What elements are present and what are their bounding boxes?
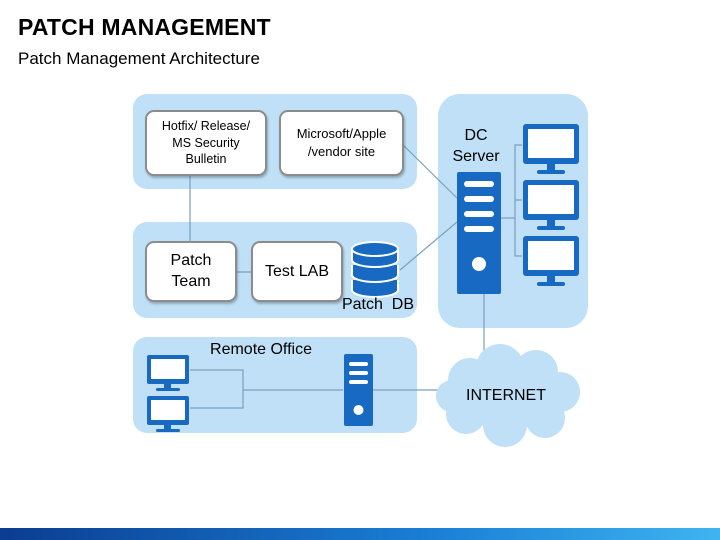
remote-server-icon	[344, 354, 373, 426]
vendor-site-box: Microsoft/Apple /vendor site	[279, 110, 404, 176]
connector-server-monitor1	[501, 144, 522, 219]
footer-accent-bar	[0, 528, 720, 540]
database-icon	[351, 241, 399, 298]
monitor-icon-3	[523, 236, 579, 286]
remote-monitor-icon-2	[147, 396, 189, 432]
internet-label: INTERNET	[466, 387, 546, 404]
connector-lines	[189, 143, 522, 409]
patch-db-label: Patch DB	[341, 296, 415, 313]
hotfix-release-box: Hotfix/ Release/ MS Security Bulletin	[145, 110, 267, 176]
remote-office-label: Remote Office	[210, 341, 312, 358]
connector-db-server	[399, 221, 458, 271]
monitor-icon-2	[523, 180, 579, 230]
monitor-icon-1	[523, 124, 579, 174]
remote-monitor-icon-1	[147, 355, 189, 391]
connector-vendor-server	[401, 143, 458, 199]
patch-team-box: Patch Team	[145, 241, 237, 302]
test-lab-box: Test LAB	[251, 241, 343, 302]
connector-server-monitor3	[514, 218, 522, 257]
dc-server-icon	[457, 172, 501, 294]
page-title: PATCH MANAGEMENT	[18, 14, 271, 40]
cloud-icon	[436, 344, 580, 447]
dc-server-label: DC Server	[452, 127, 500, 165]
connector-monitors	[190, 369, 244, 409]
page-subtitle: Patch Management Architecture	[18, 49, 260, 68]
